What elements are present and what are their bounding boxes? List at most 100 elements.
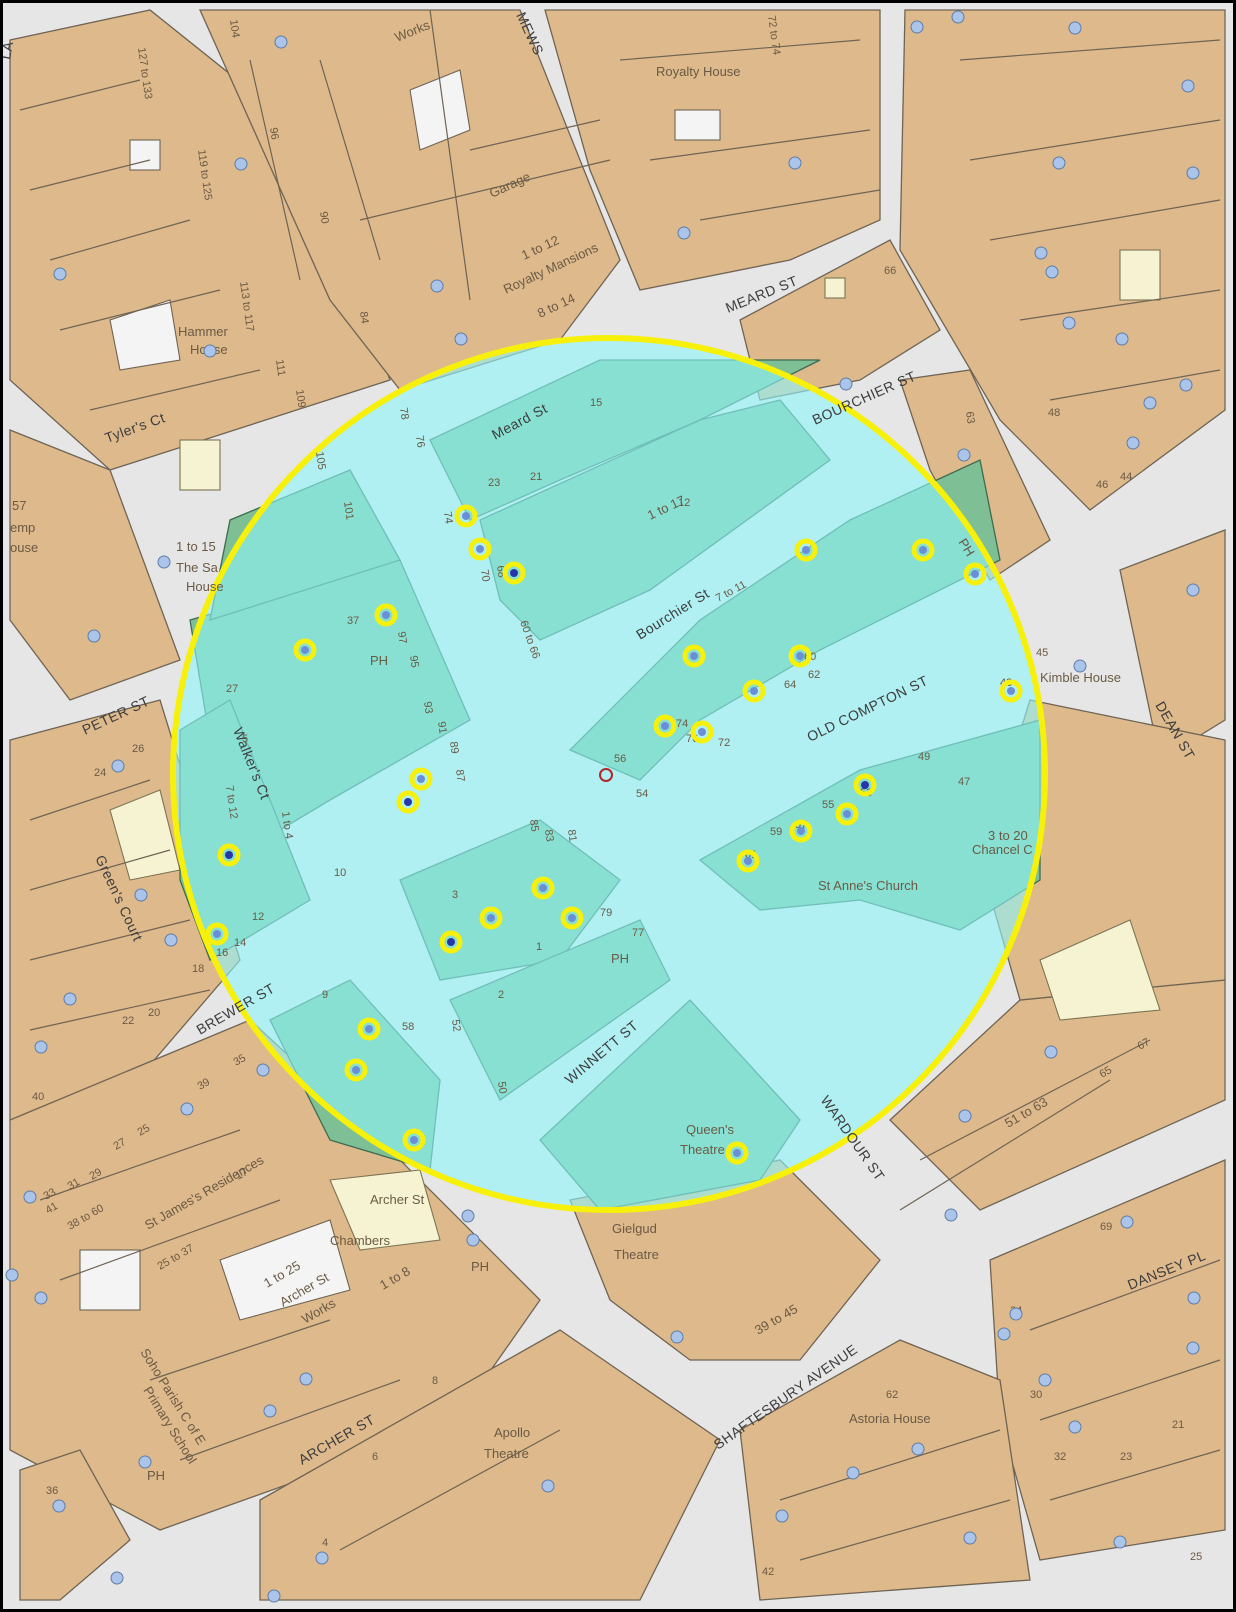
poi-marker[interactable] <box>34 1291 48 1305</box>
poi-marker[interactable] <box>911 1442 925 1456</box>
poi-marker[interactable] <box>466 1233 480 1247</box>
poi-marker[interactable] <box>299 1372 313 1386</box>
poi-marker[interactable] <box>267 1589 281 1603</box>
selected-poi[interactable] <box>911 538 935 562</box>
poi-marker[interactable] <box>274 35 288 49</box>
poi-marker[interactable] <box>1068 1420 1082 1434</box>
poi-marker[interactable] <box>541 1479 555 1493</box>
selected-poi[interactable] <box>396 790 420 814</box>
poi-marker[interactable] <box>111 759 125 773</box>
poi-marker[interactable] <box>1181 79 1195 93</box>
poi-marker[interactable] <box>1045 265 1059 279</box>
selected-poi[interactable] <box>682 644 706 668</box>
poi-marker[interactable] <box>1034 246 1048 260</box>
poi-marker[interactable] <box>1186 1341 1200 1355</box>
poi-marker[interactable] <box>203 344 217 358</box>
poi-marker[interactable] <box>53 267 67 281</box>
poi-marker[interactable] <box>1038 1373 1052 1387</box>
poi-marker[interactable] <box>430 279 444 293</box>
poi-marker[interactable] <box>670 1330 684 1344</box>
selected-poi[interactable] <box>725 1141 749 1165</box>
selected-poi[interactable] <box>794 538 818 562</box>
poi-marker[interactable] <box>1186 166 1200 180</box>
poi-marker[interactable] <box>1115 332 1129 346</box>
poi-marker[interactable] <box>1187 1291 1201 1305</box>
selected-poi[interactable] <box>217 843 241 867</box>
poi-marker[interactable] <box>454 332 468 346</box>
poi-marker[interactable] <box>157 555 171 569</box>
selected-poi[interactable] <box>736 849 760 873</box>
poi-marker[interactable] <box>315 1551 329 1565</box>
poi-marker[interactable] <box>958 1109 972 1123</box>
poi-marker[interactable] <box>63 992 77 1006</box>
poi-marker[interactable] <box>134 888 148 902</box>
selected-poi[interactable] <box>205 922 229 946</box>
selected-poi[interactable] <box>502 561 526 585</box>
selected-poi[interactable] <box>742 679 766 703</box>
selected-poi[interactable] <box>402 1128 426 1152</box>
poi-marker[interactable] <box>1179 378 1193 392</box>
poi-marker[interactable] <box>846 1466 860 1480</box>
poi-marker[interactable] <box>997 1327 1011 1341</box>
poi-marker[interactable] <box>1052 156 1066 170</box>
poi-marker[interactable] <box>5 1268 19 1282</box>
selected-poi[interactable] <box>439 930 463 954</box>
poi-marker[interactable] <box>263 1404 277 1418</box>
poi-marker[interactable] <box>34 1040 48 1054</box>
poi-marker[interactable] <box>52 1499 66 1513</box>
poi-marker[interactable] <box>1009 1307 1023 1321</box>
selected-poi[interactable] <box>788 644 812 668</box>
poi-marker[interactable] <box>1186 583 1200 597</box>
poi-marker[interactable] <box>839 377 853 391</box>
poi-marker[interactable] <box>1068 21 1082 35</box>
selected-poi[interactable] <box>560 906 584 930</box>
poi-marker[interactable] <box>164 933 178 947</box>
selected-poi[interactable] <box>374 603 398 627</box>
poi-marker[interactable] <box>1120 1215 1134 1229</box>
poi-marker[interactable] <box>110 1571 124 1585</box>
selected-poi[interactable] <box>344 1058 368 1082</box>
poi-marker[interactable] <box>944 1208 958 1222</box>
selected-poi[interactable] <box>853 773 877 797</box>
poi-marker[interactable] <box>1143 396 1157 410</box>
poi-marker[interactable] <box>138 1455 152 1469</box>
poi-markers[interactable] <box>5 10 1201 1603</box>
search-radius-outline[interactable] <box>170 335 1048 1213</box>
poi-marker[interactable] <box>1113 1535 1127 1549</box>
poi-marker[interactable] <box>957 448 971 462</box>
poi-marker[interactable] <box>910 20 924 34</box>
poi-marker[interactable] <box>87 629 101 643</box>
selected-poi[interactable] <box>468 537 492 561</box>
white-voids <box>79 69 721 1321</box>
selected-poi[interactable] <box>357 1017 381 1041</box>
poi-marker[interactable] <box>1044 1045 1058 1059</box>
poi-marker[interactable] <box>677 226 691 240</box>
selected-poi[interactable] <box>963 562 987 586</box>
poi-marker[interactable] <box>1073 659 1087 673</box>
block-se <box>889 979 1226 1211</box>
selected-poi[interactable] <box>293 638 317 662</box>
selected-poi-markers[interactable] <box>205 504 1023 1165</box>
poi-marker[interactable] <box>1126 436 1140 450</box>
search-centre-marker[interactable] <box>599 768 613 782</box>
poi-marker[interactable] <box>234 157 248 171</box>
poi-marker[interactable] <box>963 1531 977 1545</box>
poi-marker[interactable] <box>256 1063 270 1077</box>
selected-poi[interactable] <box>409 767 433 791</box>
poi-marker[interactable] <box>788 156 802 170</box>
selected-poi[interactable] <box>999 679 1023 703</box>
poi-marker[interactable] <box>180 1102 194 1116</box>
selected-poi[interactable] <box>835 802 859 826</box>
poi-marker[interactable] <box>951 10 965 24</box>
selected-poi[interactable] <box>653 714 677 738</box>
selected-poi[interactable] <box>531 876 555 900</box>
poi-marker[interactable] <box>1062 316 1076 330</box>
selected-poi[interactable] <box>479 906 503 930</box>
selected-poi[interactable] <box>454 504 478 528</box>
poi-marker[interactable] <box>775 1509 789 1523</box>
poi-marker[interactable] <box>461 1209 475 1223</box>
poi-marker[interactable] <box>23 1190 37 1204</box>
selected-poi[interactable] <box>690 720 714 744</box>
selected-poi[interactable] <box>789 819 813 843</box>
